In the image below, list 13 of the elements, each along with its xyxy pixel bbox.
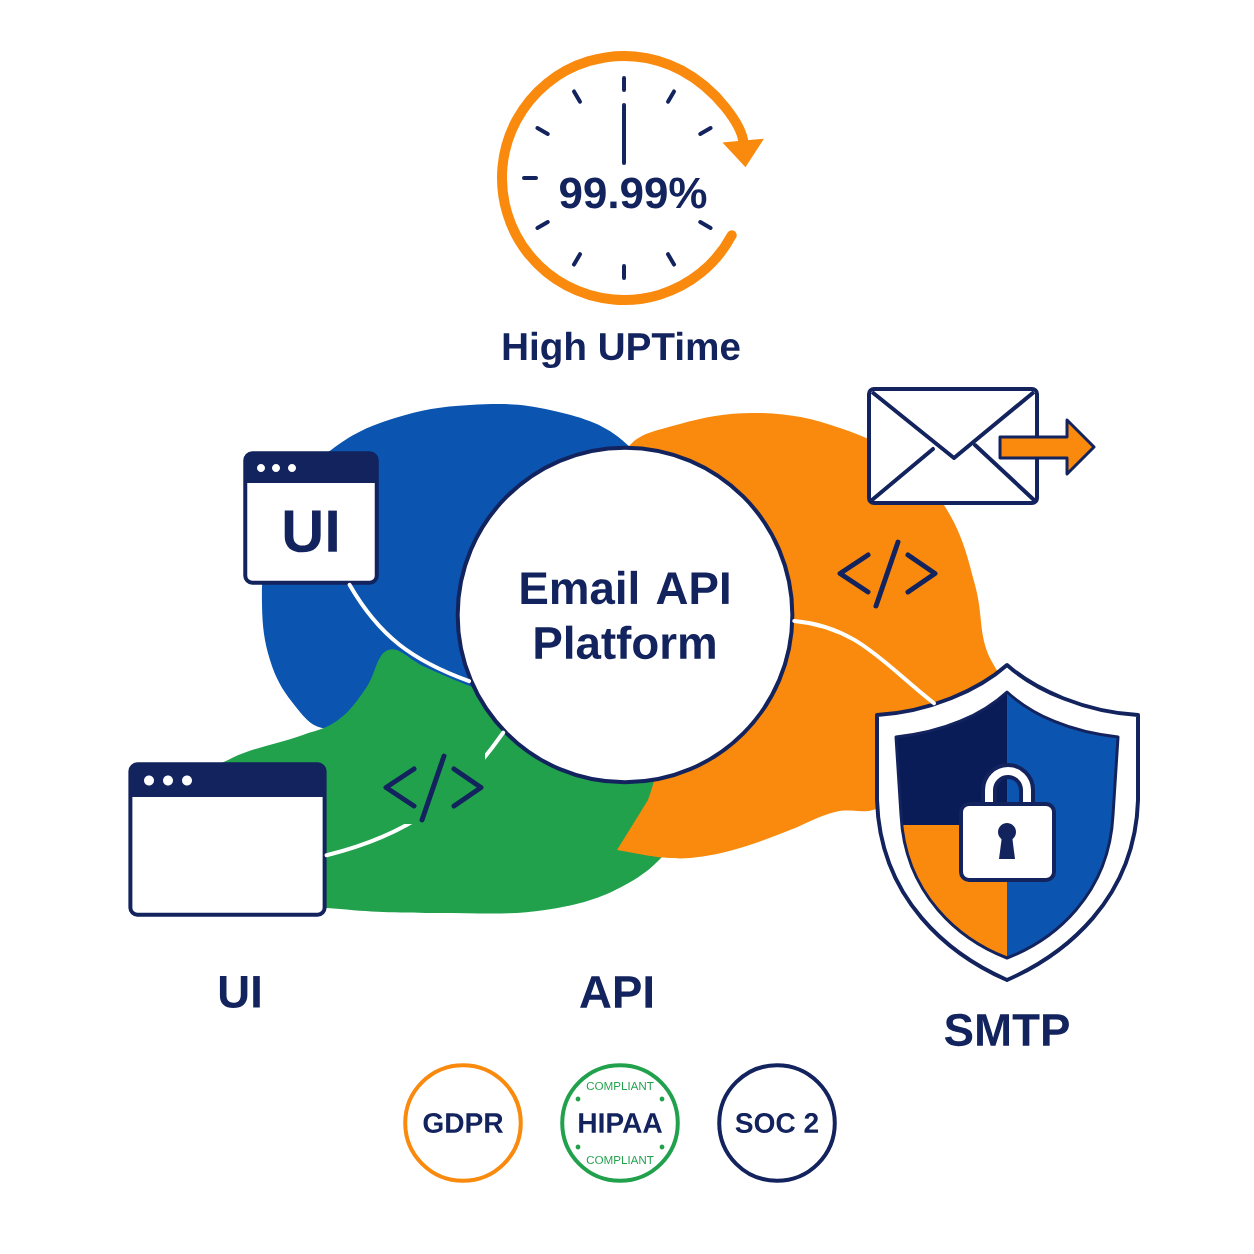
category-label: UI (219, 976, 260, 1008)
browser-window (128, 762, 327, 917)
badge: SOC 2 (717, 1063, 837, 1183)
clock-dial: 99.99% (497, 51, 764, 305)
category-label: API (580, 976, 653, 1008)
connector-line (347, 582, 472, 684)
category-label: SMTP (944, 1013, 1069, 1047)
connector-line (792, 618, 936, 706)
badge: GDPR (403, 1063, 523, 1183)
node-label: 99.99% (560, 177, 707, 209)
node-label: High UPTime (503, 331, 740, 369)
security-shield (875, 663, 1140, 982)
browser-window: UI (243, 451, 379, 585)
